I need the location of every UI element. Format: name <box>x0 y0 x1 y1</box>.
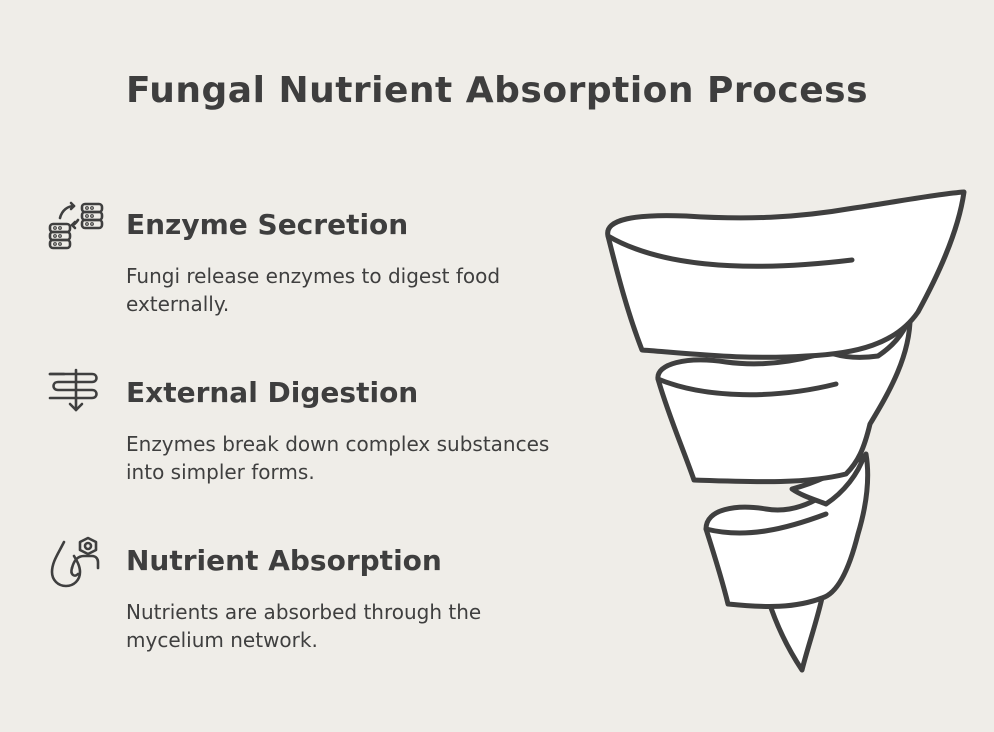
step-heading: Enzyme Secretion <box>126 208 409 241</box>
nutrient-absorption-icon <box>44 534 110 600</box>
step-description: Fungi release enzymes to digest food ext… <box>126 264 501 316</box>
page-title: Fungal Nutrient Absorption Process <box>125 70 869 111</box>
step-heading: External Digestion <box>126 376 419 409</box>
spiral-band-top <box>605 189 967 360</box>
spiral-funnel-illustration <box>596 184 974 678</box>
digestion-icon <box>44 366 110 432</box>
step-description: Enzymes break down complex substances in… <box>126 432 550 484</box>
step-heading: Nutrient Absorption <box>126 544 442 577</box>
spiral-band-lower <box>703 451 871 609</box>
enzyme-transfer-icon <box>44 198 110 264</box>
step-description: Nutrients are absorbed through the mycel… <box>126 600 482 652</box>
